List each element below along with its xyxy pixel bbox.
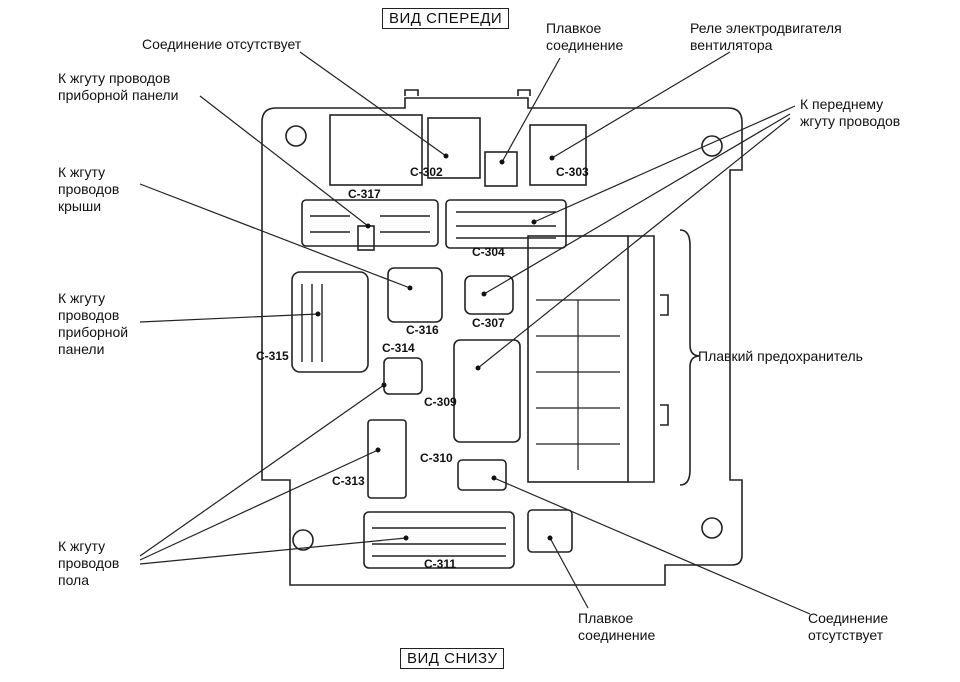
connector-label-c302: C-302	[410, 165, 443, 179]
label-fuse-link-top: Плавкое соединение	[546, 20, 624, 53]
connector-label-c310: C-310	[420, 451, 453, 465]
label-fuse: Плавкий предохранитель	[698, 348, 863, 364]
fuse-link-socket-bottom	[527, 509, 573, 553]
connector-label-c309: C-309	[424, 395, 457, 409]
label-dash-harness-top: К жгуту проводов приборной панели	[58, 70, 179, 103]
relay-socket-c303	[529, 124, 587, 186]
connector-label-c315: C-315	[256, 349, 289, 363]
connector-c309	[453, 339, 521, 443]
connector-label-c303: C-303	[556, 165, 589, 179]
connector-c314	[383, 357, 423, 395]
connector-c304	[445, 199, 567, 249]
connector-label-c317: C-317	[348, 187, 381, 201]
connector-c311	[363, 511, 515, 569]
label-no-connection-bottom: Соединение отсутствует	[808, 610, 889, 643]
connector-c310	[457, 459, 507, 491]
label-floor-harness: К жгуту проводов пола	[58, 538, 120, 588]
label-dash-harness-left: К жгуту проводов приборной панели	[58, 290, 129, 357]
label-fan-relay: Реле электродвигателя вентилятора	[690, 20, 842, 53]
fuse-link-socket	[484, 151, 518, 187]
connector-c313	[367, 419, 407, 499]
label-roof-harness: К жгуту проводов крыши	[58, 164, 120, 214]
connector-label-c304: C-304	[472, 245, 505, 259]
label-front-harness: К переднему жгуту проводов	[800, 96, 901, 129]
front-view-title: ВИД СПЕРЕДИ	[382, 8, 510, 29]
connector-label-c313: C-313	[332, 474, 365, 488]
leader-lines	[139, 51, 811, 615]
connector-c316	[387, 267, 443, 323]
connector-label-c316: C-316	[406, 323, 439, 337]
connector-label-c314: C-314	[382, 341, 415, 355]
label-no-connection-top: Соединение отсутствует	[142, 36, 302, 52]
connector-label-c307: C-307	[472, 316, 505, 330]
label-fuse-link-bottom: Плавкое соединение	[578, 610, 656, 643]
connector-c315	[291, 271, 369, 373]
connector-c317	[301, 199, 439, 247]
connector-label-c311: C-311	[424, 557, 456, 571]
fuse-block	[527, 235, 629, 483]
fuse-cells	[536, 299, 620, 470]
connector-c307	[464, 275, 514, 315]
housing-outline	[261, 97, 743, 586]
bottom-view-title: ВИД СНИЗУ	[400, 648, 505, 669]
relay-socket-left	[329, 114, 423, 186]
